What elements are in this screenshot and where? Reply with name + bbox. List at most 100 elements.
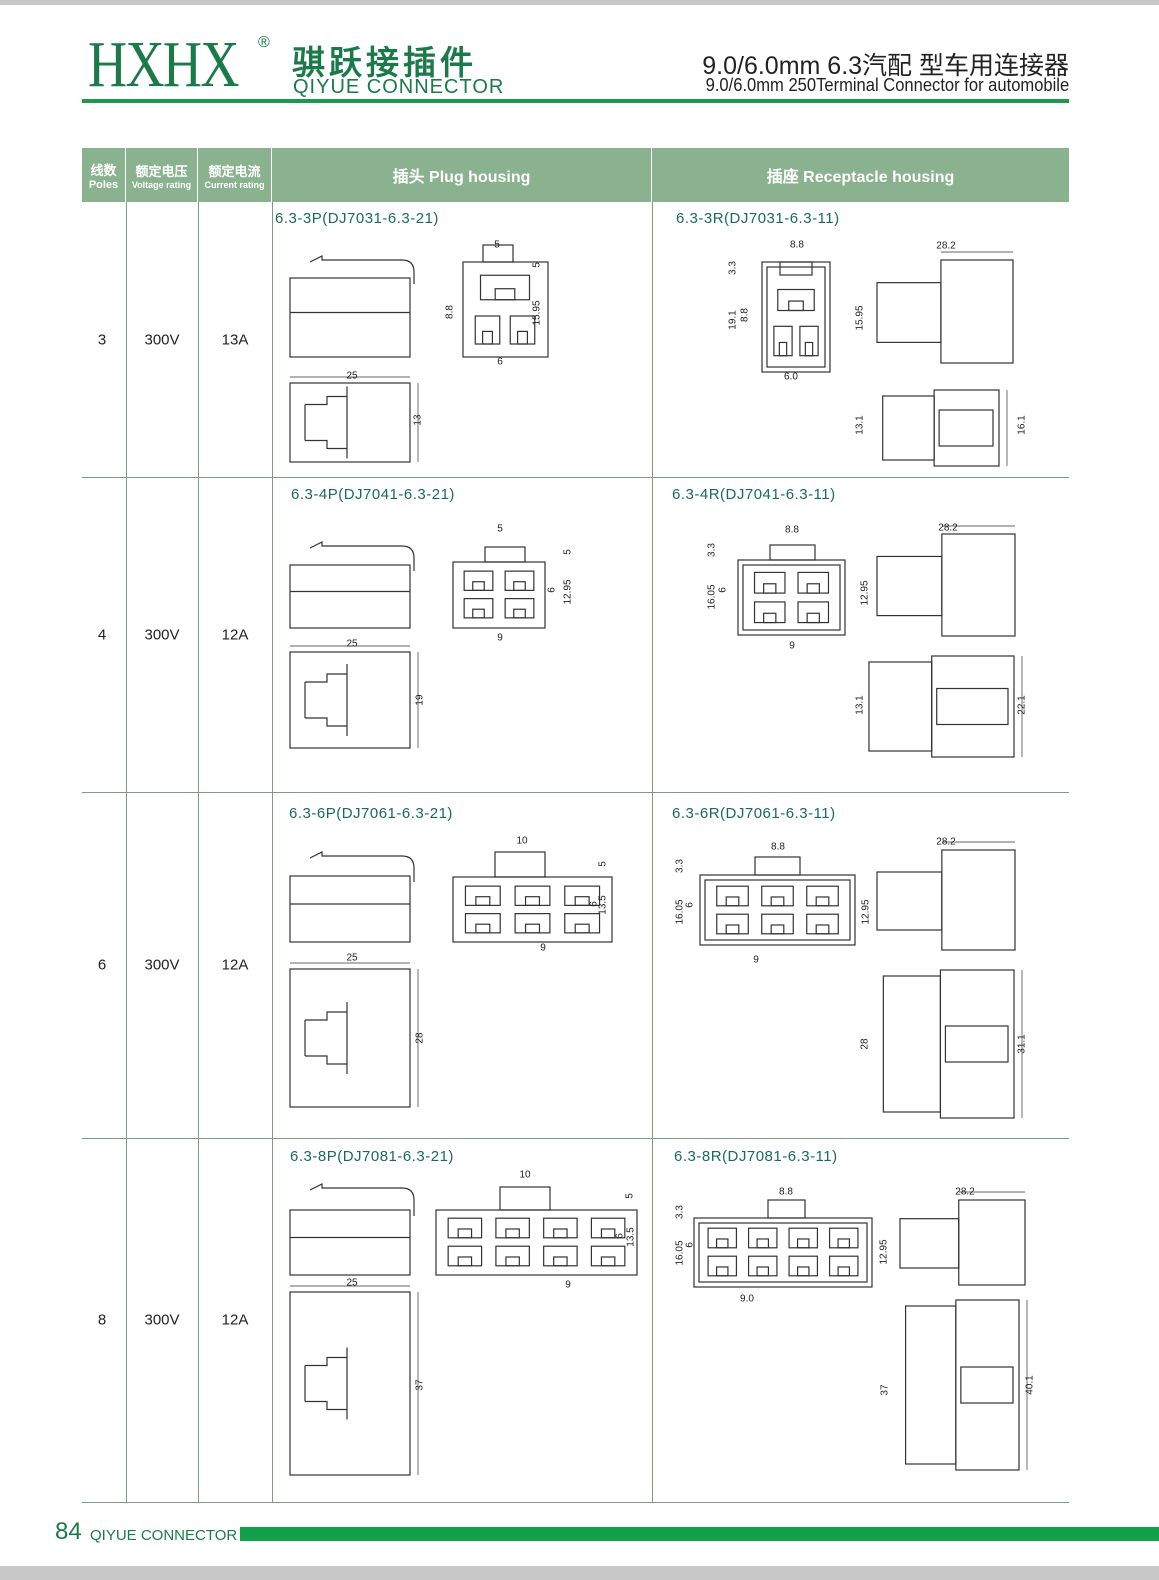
receptacle-side-body: [899, 1218, 960, 1269]
receptacle-bottom-view: [939, 969, 1015, 1119]
terminal-cavity: [463, 570, 494, 591]
terminal-cavity: [753, 571, 786, 594]
terminal-cavity: [543, 1245, 578, 1267]
receptacle-dimension: 15.95: [854, 305, 866, 331]
plug-bottom-view: [289, 651, 411, 749]
receptacle-bottom-body: [882, 395, 935, 461]
plug-dimension: 13.5: [625, 1227, 637, 1247]
bottom-border: [0, 1566, 1159, 1580]
cell-current: 12A: [221, 626, 249, 643]
cavity-latch: [796, 1238, 810, 1249]
receptacle-dimension: 13.1: [854, 415, 866, 435]
plug-dimension: 15.95: [531, 300, 543, 326]
plug-front-view: [462, 261, 549, 358]
receptacle-bottom-view: [955, 1299, 1020, 1471]
plug-dimension: 5: [497, 523, 503, 535]
receptacle-dimension: 12.95: [878, 1239, 890, 1265]
cavity-latch: [516, 330, 528, 345]
footer-label: QIYUE CONNECTOR: [90, 1527, 238, 1544]
col-current-cn: 额定电流: [208, 163, 261, 179]
terminal-cavity: [773, 325, 793, 357]
column-divider: [652, 202, 653, 1502]
receptacle-inner-wall: [704, 879, 851, 941]
plug-dimension: 5: [531, 262, 543, 268]
cavity-latch: [756, 1266, 770, 1277]
receptacle-bottom-view: [931, 655, 1015, 758]
header-rule: [82, 99, 1069, 103]
terminal-cavity: [543, 1217, 578, 1239]
receptacle-model-name: 6.3-8R(DJ7081-6.3-11): [674, 1148, 838, 1165]
terminal-cavity: [797, 571, 830, 594]
receptacle-front-view: [737, 559, 846, 636]
plug-bottom-slot: [304, 1347, 348, 1420]
plug-latch-hook: [309, 851, 415, 882]
plug-lock-tab: [484, 546, 526, 563]
receptacle-inner-wall: [766, 266, 826, 368]
registered-mark: ®: [258, 34, 270, 51]
terminal-cavity: [504, 570, 535, 591]
receptacle-front-view: [761, 261, 831, 373]
terminal-cavity: [747, 1227, 778, 1249]
col-poles-cn: 线数: [90, 162, 117, 178]
plug-dimension: 6: [614, 1233, 626, 1239]
receptacle-dimension: 28.2: [936, 836, 956, 848]
cavity-latch: [505, 1228, 520, 1239]
receptacle-dimension: 3.3: [727, 261, 739, 275]
cavity-latch: [457, 1256, 473, 1267]
receptacle-side-body: [876, 555, 943, 617]
receptacle-side-view: [941, 849, 1016, 951]
receptacle-dimension: 28.2: [938, 522, 958, 534]
table-edge: [1069, 202, 1070, 1502]
plug-latch-hook: [309, 1183, 415, 1216]
cavity-latch: [574, 896, 590, 906]
cavity-latch: [725, 924, 740, 935]
plug-latch-hook: [309, 541, 415, 571]
row-divider: [82, 477, 1069, 478]
receptacle-dimension: 28.2: [936, 240, 956, 252]
terminal-cavity: [447, 1217, 483, 1239]
receptacle-dimension: 19.1: [727, 310, 739, 330]
cavity-latch: [524, 923, 541, 934]
receptacle-side-view: [941, 533, 1016, 637]
cavity-latch: [715, 1266, 729, 1277]
plug-bottom-slot: [304, 664, 348, 736]
col-poles-en: Poles: [88, 178, 119, 191]
receptacle-bottom-body: [904, 1305, 957, 1465]
col-plug: 插头 Plug housing: [272, 148, 652, 202]
terminal-cavity: [806, 913, 839, 935]
cavity-latch: [815, 924, 830, 935]
receptacle-latch-window: [938, 409, 994, 447]
column-divider: [198, 202, 199, 1502]
terminal-cavity: [761, 913, 794, 935]
col-voltage-cn: 额定电压: [135, 163, 188, 179]
plug-model-name: 6.3-4P(DJ7041-6.3-21): [291, 486, 455, 503]
cavity-latch: [763, 583, 777, 594]
cavity-latch: [788, 300, 804, 312]
cell-voltage: 300V: [144, 956, 180, 974]
column-divider: [272, 202, 273, 1502]
receptacle-model-name: 6.3-4R(DJ7041-6.3-11): [672, 486, 836, 503]
receptacle-dimension: 6: [717, 587, 729, 593]
cavity-latch: [553, 1256, 568, 1267]
receptacle-dimension: 8.8: [739, 308, 751, 322]
cavity-latch: [494, 288, 516, 301]
cell-voltage: 300V: [144, 626, 180, 643]
receptacle-dimension: 3.3: [674, 1205, 686, 1219]
receptacle-dimension: 16.1: [1016, 415, 1028, 435]
terminal-cavity: [447, 1245, 483, 1267]
plug-dimension: 9: [497, 632, 503, 644]
receptacle-latch-window: [936, 687, 1009, 726]
cavity-latch: [472, 608, 485, 619]
cell-voltage: 300V: [144, 1311, 180, 1329]
receptacle-lock-tab: [767, 1199, 806, 1219]
receptacle-dimension: 3.3: [706, 543, 718, 557]
receptacle-dimension: 40.1: [1024, 1375, 1036, 1395]
plug-dimension: 9: [540, 942, 546, 954]
terminal-cavity: [828, 1255, 859, 1277]
cavity-latch: [600, 1228, 616, 1239]
cavity-latch: [524, 896, 541, 906]
receptacle-dimension: 9: [753, 954, 759, 966]
col-voltage-en: Voltage rating: [131, 179, 192, 190]
